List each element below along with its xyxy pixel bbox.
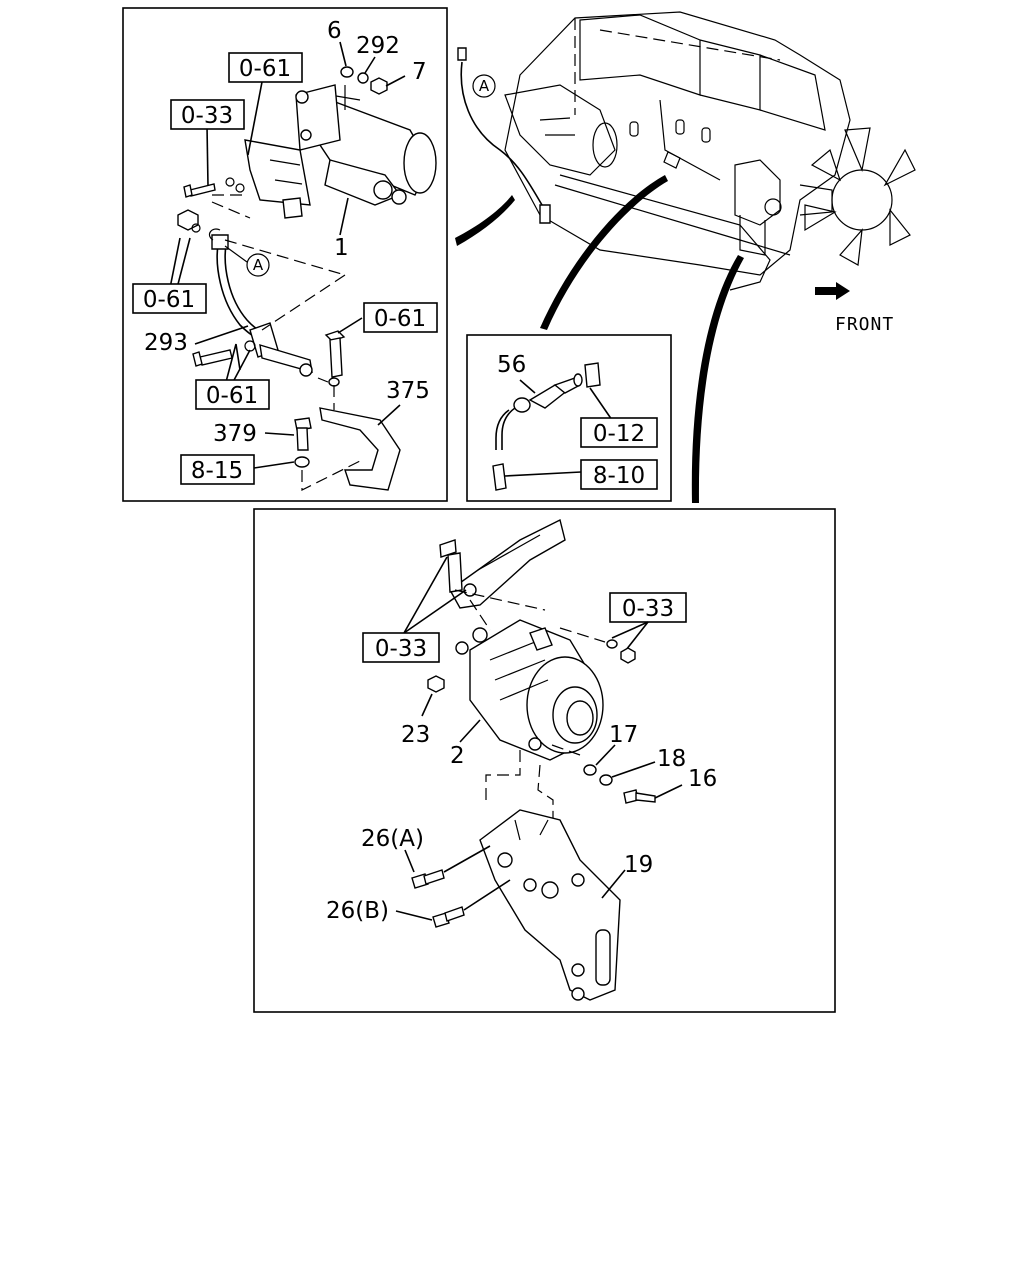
adjusting-bracket-icon [439, 518, 566, 609]
front-label: FRONT [835, 314, 894, 335]
label-26b: 26(B) [326, 898, 389, 924]
battery-cable-293-icon [177, 209, 313, 377]
bolt-0-61-icon [324, 317, 363, 387]
nut-23-icon [421, 675, 445, 717]
bracket-19-icon [479, 809, 626, 1001]
alternator-2-icon [455, 619, 604, 761]
alternator-panel [253, 508, 836, 1013]
parts-16-17-18-icon [583, 744, 683, 804]
ref-8-10: 8-10 [593, 463, 645, 489]
callout-a-starter: A [253, 256, 264, 274]
bolt-379-icon [264, 417, 312, 451]
ref-0-33-alt-left: 0-33 [375, 636, 427, 662]
label-1: 1 [334, 235, 349, 261]
washer-8-15-icon [253, 456, 363, 491]
label-16: 16 [688, 766, 717, 792]
ref-0-61-left: 0-61 [143, 287, 195, 313]
washer-292-icon [357, 56, 376, 84]
sensor-panel [466, 334, 672, 502]
bolt-26a-icon [404, 845, 491, 889]
leader-curve-alternator [691, 255, 744, 503]
label-19: 19 [624, 852, 653, 878]
ref-0-33-left: 0-33 [181, 103, 233, 129]
label-7: 7 [412, 59, 427, 85]
label-23: 23 [401, 722, 430, 748]
label-379: 379 [213, 421, 257, 447]
label-293: 293 [144, 330, 188, 356]
label-56: 56 [497, 352, 526, 378]
bolts-0-33-icon [183, 125, 245, 198]
label-375: 375 [386, 378, 430, 404]
leader-curve-starter [455, 195, 515, 246]
label-26a: 26(A) [361, 826, 424, 852]
cooling-fan-icon [799, 127, 916, 266]
label-292: 292 [356, 33, 400, 59]
engine-illustration: A [457, 11, 916, 291]
ref-0-61-top: 0-61 [239, 56, 291, 82]
ref-0-12: 0-12 [593, 421, 645, 447]
label-6: 6 [327, 18, 342, 44]
ref-0-61-right: 0-61 [374, 306, 426, 332]
callout-a-engine: A [479, 77, 490, 95]
ref-0-33-alt-right: 0-33 [622, 596, 674, 622]
front-arrow: FRONT [815, 282, 894, 335]
label-2: 2 [450, 743, 465, 769]
bracket-375-icon [319, 385, 401, 491]
washer-6-icon [339, 41, 354, 78]
label-18: 18 [657, 746, 686, 772]
bolt-26b-icon [395, 879, 511, 928]
ref-8-15: 8-15 [191, 458, 243, 484]
leader-curve-sensor [540, 175, 668, 330]
fitting-0-12-icon [573, 362, 613, 421]
label-17: 17 [609, 722, 638, 748]
ref-0-61-bottom: 0-61 [206, 383, 258, 409]
starter-motor-drawing [244, 84, 437, 236]
starter-panel [122, 7, 448, 502]
nut-7-icon [370, 75, 406, 95]
